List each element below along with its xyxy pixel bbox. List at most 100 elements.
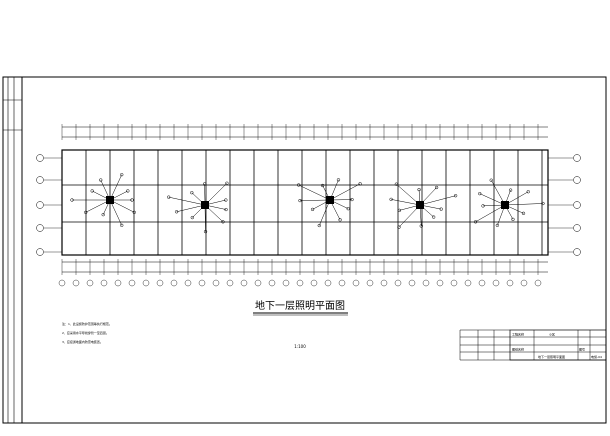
wiring-run: [205, 183, 227, 205]
light-fixture: [191, 216, 194, 219]
axis-bubble: [409, 280, 415, 286]
wiring-run: [92, 191, 110, 200]
axis-bubble: [59, 280, 65, 286]
title-block: 工程名称 小区 图纸名称 地下一层照明平面图 图号 电施-04: [460, 330, 606, 360]
wiring-run: [330, 200, 348, 209]
wiring-run: [505, 203, 543, 205]
wiring-run: [330, 200, 340, 220]
axis-bubble: [311, 280, 317, 286]
axis-bubble: [241, 280, 247, 286]
wiring-run: [399, 205, 420, 227]
wiring-run: [110, 200, 134, 212]
axis-bubble: [87, 280, 93, 286]
axis-bubble: [535, 280, 541, 286]
wiring-run: [505, 205, 524, 213]
drawing-title: 地下一层照明平面图: [255, 299, 345, 312]
axis-bubble: [437, 280, 443, 286]
wiring-run: [313, 200, 330, 209]
wiring-run: [86, 200, 110, 212]
axis-bubble: [37, 155, 44, 162]
axis-bubble: [297, 280, 303, 286]
lighting-wiring: [71, 173, 545, 233]
sheet-name-label: 图纸名称: [512, 347, 524, 352]
wiring-run: [300, 200, 330, 201]
wiring-run: [330, 184, 360, 200]
axis-bubble: [37, 225, 44, 232]
wiring-run: [480, 194, 505, 205]
wiring-run: [169, 197, 205, 205]
axis-bubble: [574, 202, 581, 209]
wiring-run: [420, 196, 456, 205]
axis-bubble: [574, 225, 581, 232]
project-value: 小区: [549, 332, 555, 337]
axis-bubble: [451, 280, 457, 286]
light-fixture: [512, 218, 515, 221]
light-fixture: [496, 224, 499, 227]
wiring-run: [476, 205, 505, 222]
wiring-run: [396, 184, 420, 205]
project-label: 工程名称: [512, 332, 524, 337]
wiring-run: [192, 193, 205, 205]
axis-bubble: [129, 280, 135, 286]
axis-bubble: [465, 280, 471, 286]
axis-bubble: [574, 155, 581, 162]
wiring-run: [391, 199, 420, 205]
wiring-run: [491, 180, 505, 205]
wiring-run: [110, 191, 128, 200]
wiring-run: [205, 205, 223, 222]
axis-bubble: [574, 177, 581, 184]
light-fixture: [339, 218, 342, 221]
sheet-name-value: 地下一层照明平面图: [538, 354, 565, 359]
axis-bubble: [227, 280, 233, 286]
axis-bubble: [479, 280, 485, 286]
axis-bubble: [185, 280, 191, 286]
dimension-lines: [62, 124, 548, 275]
wiring-run: [299, 185, 330, 200]
axis-bubble: [283, 280, 289, 286]
axis-bubble: [37, 177, 44, 184]
wiring-run: [110, 175, 122, 200]
floor-plan-walls: [62, 150, 548, 255]
axis-bubble: [213, 280, 219, 286]
wiring-run: [110, 200, 122, 225]
wiring-run: [505, 192, 528, 205]
axis-bubble: [521, 280, 527, 286]
wiring-run: [177, 205, 205, 212]
axis-bubble: [115, 280, 121, 286]
axis-bubble: [367, 280, 373, 286]
wiring-run: [330, 180, 338, 200]
axis-bubble: [255, 280, 261, 286]
note-line: 2、应采用水平导线穿管一至四层。: [62, 330, 109, 335]
drawing-scale: 1:100: [294, 344, 306, 349]
axis-bubble: [269, 280, 275, 286]
sheet-no-label: 图号: [579, 347, 585, 352]
axis-bubble: [171, 280, 177, 286]
wiring-run: [101, 180, 110, 200]
axis-bubble: [101, 280, 107, 286]
axis-bubble: [395, 280, 401, 286]
axis-bubble: [423, 280, 429, 286]
axis-bubble: [37, 249, 44, 256]
axis-bubble: [339, 280, 345, 286]
axis-bubble: [507, 280, 513, 286]
sheet-border: [3, 77, 606, 423]
axis-bubble: [325, 280, 331, 286]
wiring-run: [192, 205, 205, 218]
axis-bubble: [143, 280, 149, 286]
axis-bubble: [37, 202, 44, 209]
light-fixture: [318, 224, 321, 227]
note-line: 3、应接通地面内防雷电装置。: [62, 339, 103, 344]
axis-bubble: [199, 280, 205, 286]
wiring-run: [420, 188, 437, 205]
exterior-wall: [62, 150, 548, 255]
sheet-no-value: 电施-04: [591, 354, 602, 359]
axis-bubble: [73, 280, 79, 286]
axis-bubble: [157, 280, 163, 286]
axis-bubble: [381, 280, 387, 286]
design-notes: 注：1、此设施防护范围等执行规范。 2、应采用水平导线穿管一至四层。 3、应接通…: [62, 321, 112, 344]
axis-bubble: [493, 280, 499, 286]
axis-bubble: [574, 249, 581, 256]
axis-bubble: [353, 280, 359, 286]
